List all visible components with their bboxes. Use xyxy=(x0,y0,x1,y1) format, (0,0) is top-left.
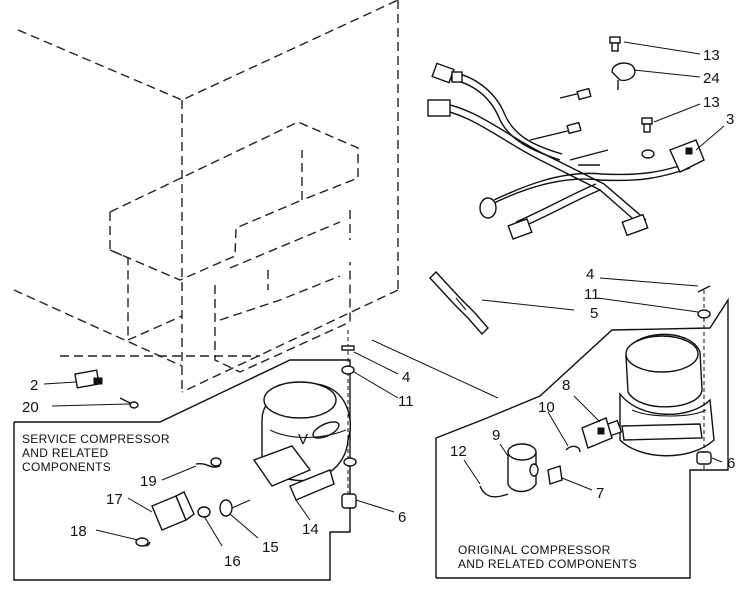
left-mount-grommets xyxy=(341,330,357,509)
right-mount-grommets xyxy=(696,285,712,470)
callout-9: 9 xyxy=(492,427,500,444)
callout-19: 19 xyxy=(140,473,157,490)
callout-7: 7 xyxy=(596,485,604,502)
callout-3: 3 xyxy=(726,111,734,128)
original-caption-line-1: ORIGINAL COMPRESSOR xyxy=(458,543,611,557)
callout-11-right: 11 xyxy=(584,286,600,303)
callout-13-top: 13 xyxy=(703,47,720,64)
callout-13-mid: 13 xyxy=(703,94,720,111)
service-caption-line-1: SERVICE COMPRESSOR xyxy=(22,432,170,446)
callout-2: 2 xyxy=(30,377,38,394)
callout-4-right: 4 xyxy=(586,266,594,283)
original-small-parts xyxy=(479,417,613,498)
callout-16: 16 xyxy=(224,553,241,570)
service-compressor: V xyxy=(252,381,351,501)
callout-15: 15 xyxy=(262,539,279,556)
callout-4-left: 4 xyxy=(402,369,410,386)
callout-5: 5 xyxy=(590,305,598,322)
wiring-harness xyxy=(427,62,705,240)
service-caption-line-2: AND RELATED xyxy=(22,446,108,460)
callout-10: 10 xyxy=(538,399,555,416)
clip-24 xyxy=(611,62,636,90)
callout-14: 14 xyxy=(302,521,319,538)
callout-numbers: 13 24 13 3 4 11 5 8 10 9 12 7 6 2 20 4 1… xyxy=(22,47,735,570)
original-box xyxy=(435,297,729,579)
service-box xyxy=(13,359,351,581)
service-small-parts xyxy=(135,457,251,547)
callout-12: 12 xyxy=(450,443,467,460)
callout-8: 8 xyxy=(562,377,570,394)
screw-13-top xyxy=(609,36,621,52)
leader-lines xyxy=(43,41,725,547)
callout-24: 24 xyxy=(703,70,720,87)
callout-6-left: 6 xyxy=(398,509,406,526)
callout-18: 18 xyxy=(70,523,87,540)
original-caption-line-2: AND RELATED COMPONENTS xyxy=(458,557,637,571)
screw-13-mid xyxy=(641,117,655,159)
svg-text:V: V xyxy=(298,431,308,448)
part-20-screw xyxy=(119,397,139,409)
part-5-dryer xyxy=(429,270,489,336)
part-2-block xyxy=(74,369,103,389)
original-box-caption: ORIGINAL COMPRESSOR AND RELATED COMPONEN… xyxy=(458,543,637,571)
callout-11-left: 11 xyxy=(398,393,414,410)
service-caption-line-3: COMPONENTS xyxy=(22,460,111,474)
cabinet-outline xyxy=(13,0,399,393)
callout-6-right: 6 xyxy=(727,455,735,472)
service-box-caption: SERVICE COMPRESSOR AND RELATED COMPONENT… xyxy=(22,432,170,474)
original-compressor xyxy=(595,333,715,457)
callout-20: 20 xyxy=(22,399,39,416)
callout-17: 17 xyxy=(106,491,123,508)
